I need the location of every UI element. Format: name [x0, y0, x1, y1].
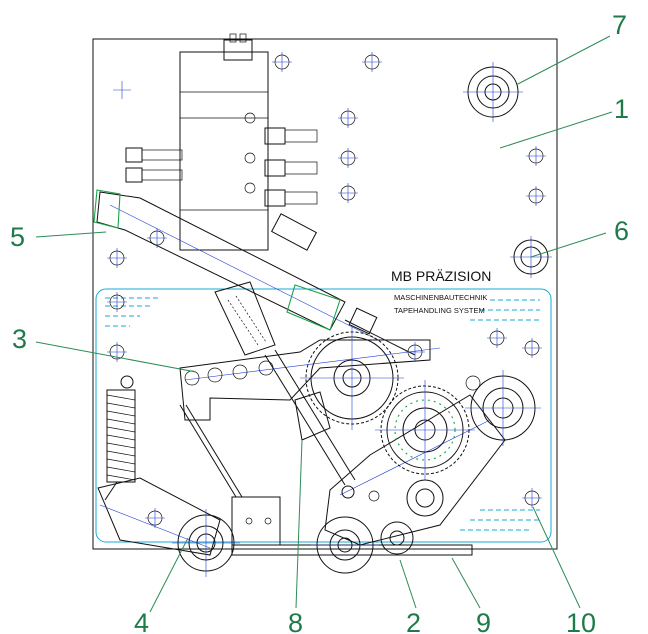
brand-line1: MASCHINENBAUTECHNIK [394, 293, 487, 302]
fitting-top-right [463, 62, 523, 122]
roller-left [172, 509, 240, 577]
brand-name: MB PRÄZISION [391, 268, 491, 284]
callout-9: 9 [476, 608, 491, 634]
roller-right [465, 370, 541, 446]
callout-4: 4 [134, 608, 149, 634]
cover-hatching [105, 297, 540, 531]
transparent-cover [95, 288, 552, 543]
brand-line2: TAPEHANDLING SYSTEM [394, 306, 485, 315]
plunger [264, 349, 356, 499]
roller-middle [406, 479, 444, 517]
callout-10: 10 [566, 608, 596, 634]
tension-spring [104, 375, 136, 501]
roller-bottom [311, 516, 379, 574]
callout-6: 6 [614, 216, 629, 246]
tape-bracket [179, 404, 281, 546]
callout-5: 5 [10, 222, 25, 252]
leader-lines [35, 35, 613, 613]
lever-arm [179, 339, 441, 421]
valve-block [125, 33, 318, 251]
spring-housing [214, 281, 276, 356]
swing-arm [97, 477, 221, 556]
gear-upper [300, 326, 404, 430]
callout-1: 1 [614, 94, 629, 124]
callout-2: 2 [406, 608, 421, 634]
pneumatic-cylinder [93, 189, 416, 356]
mounting-holes [107, 52, 546, 528]
dancer-plate [324, 394, 506, 546]
callout-7: 7 [612, 10, 627, 40]
roller-small [380, 521, 414, 555]
callout-8: 8 [288, 608, 303, 634]
base-plate [92, 38, 558, 550]
gear-lower [375, 380, 475, 480]
callout-3: 3 [12, 324, 27, 354]
